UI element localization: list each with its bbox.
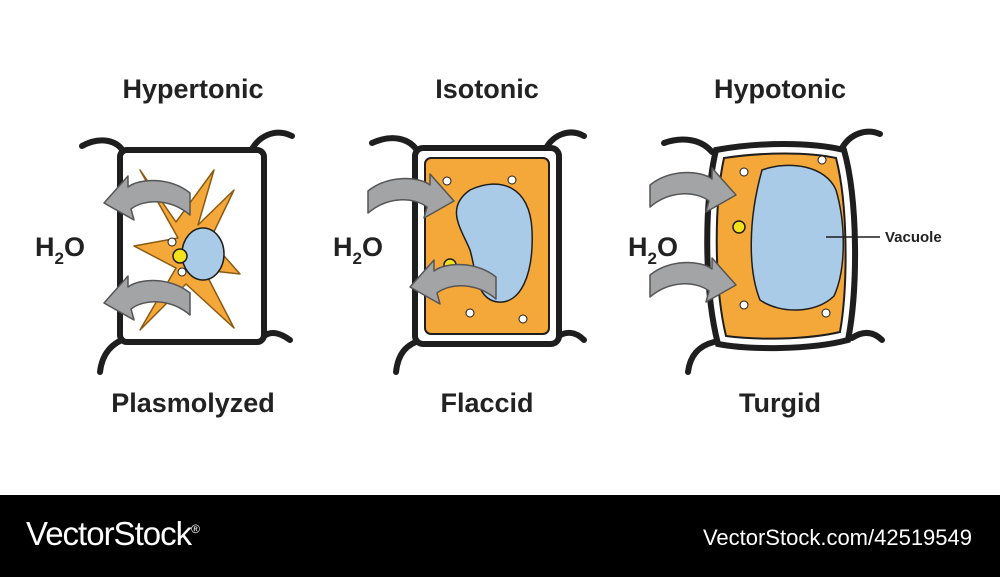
- vacuole: [181, 227, 225, 281]
- vesicle: [518, 314, 528, 324]
- panel-title: Isotonic: [435, 74, 539, 104]
- nucleus: [172, 248, 188, 264]
- panel-title: Hypertonic: [122, 74, 263, 104]
- adjacent-wall-bottom-right: [261, 330, 293, 343]
- adjacent-wall-top-left: [79, 137, 127, 156]
- adjacent-wall-bottom-left: [685, 339, 717, 375]
- vesicle: [821, 308, 831, 318]
- vesicle: [739, 300, 749, 310]
- panel-hypertonic: Hypertonic H2O Plasmolyzed: [35, 74, 295, 418]
- vesicle: [167, 237, 177, 247]
- diagram-area: Hypertonic H2O Plasmolyzed Isotonic: [35, 74, 942, 418]
- brand-logo: VectorStock®: [26, 515, 200, 552]
- vesicle: [465, 308, 475, 318]
- adjacent-wall-top-left: [369, 135, 421, 155]
- vesicle: [507, 175, 517, 185]
- water-label: H2O: [333, 232, 383, 268]
- vacuole-label: Vacuole: [885, 229, 942, 246]
- cell-state: Turgid: [739, 388, 821, 418]
- adjacent-wall-top-left: [661, 136, 715, 155]
- vesicle: [177, 267, 187, 277]
- vesicle: [442, 176, 452, 186]
- osmosis-diagram: Hypertonic H2O Plasmolyzed Isotonic: [35, 74, 942, 418]
- vesicle: [817, 155, 827, 165]
- vesicle: [739, 167, 749, 177]
- image-credit: VectorStock.com/42519549: [702, 525, 972, 550]
- water-label: H2O: [628, 232, 678, 268]
- cell-state: Flaccid: [440, 388, 533, 418]
- vacuole: [750, 164, 845, 311]
- watermark-footer: VectorStock® VectorStock.com/42519549: [0, 495, 1000, 577]
- adjacent-wall-top-right: [839, 128, 883, 151]
- adjacent-wall-bottom-right: [849, 330, 885, 343]
- panel-title: Hypotonic: [714, 74, 846, 104]
- nucleus: [732, 220, 746, 234]
- panel-isotonic: Isotonic H2O Flaccid: [333, 74, 587, 418]
- cell-state: Plasmolyzed: [111, 388, 275, 418]
- panel-hypotonic: Hypotonic Vacuole H2O Turgid: [628, 74, 942, 418]
- water-label: H2O: [35, 232, 85, 268]
